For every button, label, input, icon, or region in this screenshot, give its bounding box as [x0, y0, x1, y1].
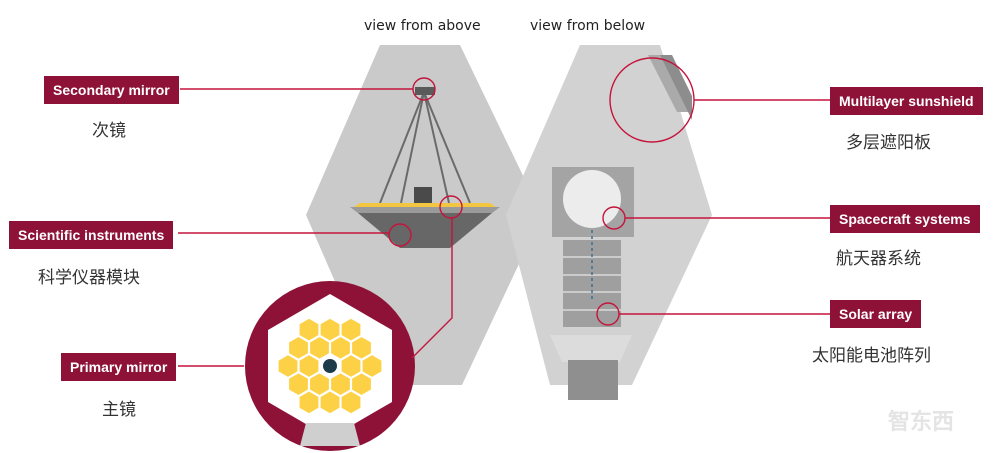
sunshield-stripe-2	[660, 55, 692, 120]
scientific-instruments-label: Scientific instruments	[9, 221, 174, 249]
mirror-segment	[340, 390, 362, 415]
mirror-segments	[277, 317, 383, 415]
mirror-segment	[319, 317, 341, 342]
mirror-segment	[340, 317, 362, 342]
bus-porthole	[563, 170, 621, 228]
below-view-heading: view from below	[530, 18, 646, 34]
mirror-segment	[340, 353, 362, 379]
spacecraft-systems-zh: 航天器系统	[836, 249, 921, 269]
mirror-segment	[329, 335, 352, 360]
mirror-segment	[329, 372, 352, 397]
instrument-module-shape	[358, 213, 492, 248]
instrument-box	[414, 187, 432, 205]
above-view-heading: view from above	[364, 18, 481, 34]
solar-array-label: Solar array	[830, 300, 922, 328]
mirror-segment	[287, 335, 310, 360]
watermark-logo: 智东西	[888, 410, 955, 435]
mirror-segment	[287, 372, 310, 397]
lower-bus-fin	[550, 335, 632, 362]
secondary-mirror-zh: 次镜	[92, 121, 126, 141]
primary-mirror-zh: 主镜	[102, 400, 136, 420]
primary-mirror-center	[323, 359, 337, 373]
spacecraft-systems-label: Spacecraft systems	[830, 205, 980, 233]
primary-mirror-zoom	[245, 281, 415, 451]
bus-stem	[568, 360, 618, 400]
mirror-surface-strip	[354, 203, 496, 207]
sunshield-zh: 多层遮阳板	[846, 133, 931, 153]
leader-lines	[178, 57, 830, 367]
scientific-instruments-zh: 科学仪器模块	[38, 268, 140, 288]
mirror-segment	[361, 353, 383, 379]
spacecraft-below	[550, 55, 692, 400]
mirror-segment	[277, 353, 299, 379]
mirror-segment	[298, 353, 320, 379]
mirror-segment	[350, 335, 373, 360]
sunshield-stripe-1	[648, 55, 689, 112]
mirror-segment	[308, 372, 331, 397]
mirror-segment	[319, 390, 341, 415]
mirror-segment	[308, 335, 331, 360]
solar-array-zh: 太阳能电池阵列	[812, 346, 931, 366]
mirror-segment	[298, 390, 320, 415]
sunshield-label: Multilayer sunshield	[830, 87, 983, 115]
primary-mirror-label: Primary mirror	[61, 353, 177, 381]
secondary-mirror-label: Secondary mirror	[44, 76, 179, 104]
mirror-segment	[350, 372, 373, 397]
mirror-deck	[350, 207, 500, 213]
secondary-mirror-shape	[415, 87, 435, 95]
mirror-segment	[298, 317, 320, 342]
